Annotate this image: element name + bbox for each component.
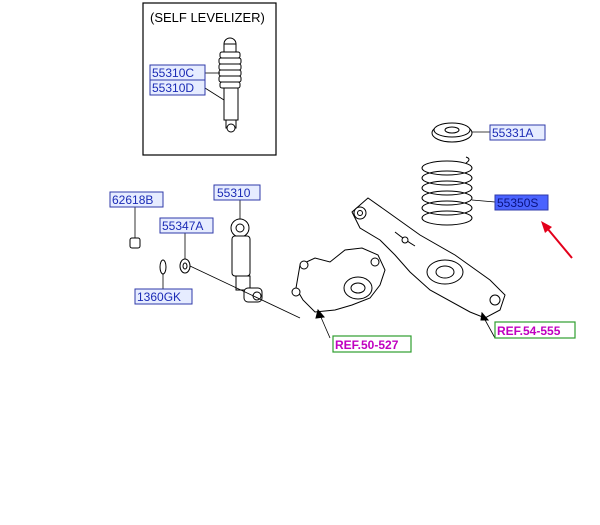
part-number-55310C: 55310C (152, 66, 194, 80)
part-label-55310D[interactable]: 55310D (149, 79, 206, 96)
self-levelizer-inset: (SELF LEVELIZER) 55310C 55310D (142, 2, 277, 156)
highlight-arrow-icon (541, 221, 573, 259)
coil-spring (421, 156, 496, 226)
shock-absorber (230, 200, 263, 303)
part-number-62618B: 62618B (112, 193, 153, 207)
lower-control-arm (351, 197, 506, 339)
nut (129, 206, 141, 249)
part-number-1360GK: 1360GK (137, 290, 181, 304)
spacer-washer (159, 259, 167, 289)
part-label-55347A[interactable]: 55347A (159, 217, 214, 234)
ref-label-54-555[interactable]: REF.54-555 (494, 321, 576, 339)
ref-label-50-527[interactable]: REF.50-527 (332, 335, 412, 353)
inset-frame (142, 2, 277, 156)
self-levelizer-shock (218, 37, 242, 133)
inset-title: (SELF LEVELIZER) (150, 10, 265, 25)
rear-knuckle (291, 247, 386, 339)
part-label-55310[interactable]: 55310 (213, 184, 261, 201)
part-number-55350S: 55350S (497, 196, 538, 210)
part-number-55310D: 55310D (152, 81, 194, 95)
part-label-55331A[interactable]: 55331A (489, 124, 546, 141)
part-label-62618B[interactable]: 62618B (109, 191, 164, 208)
washer (179, 232, 301, 319)
ref-text-54-555: REF.54-555 (497, 324, 561, 338)
spring-seat (431, 122, 490, 143)
part-number-55310: 55310 (217, 186, 251, 200)
part-label-55310C[interactable]: 55310C (149, 64, 206, 81)
part-label-1360GK[interactable]: 1360GK (134, 288, 193, 305)
part-label-55350S[interactable]: 55350S (494, 194, 549, 211)
ref-text-50-527: REF.50-527 (335, 338, 399, 352)
part-number-55331A: 55331A (492, 126, 533, 140)
part-number-55347A: 55347A (162, 219, 203, 233)
